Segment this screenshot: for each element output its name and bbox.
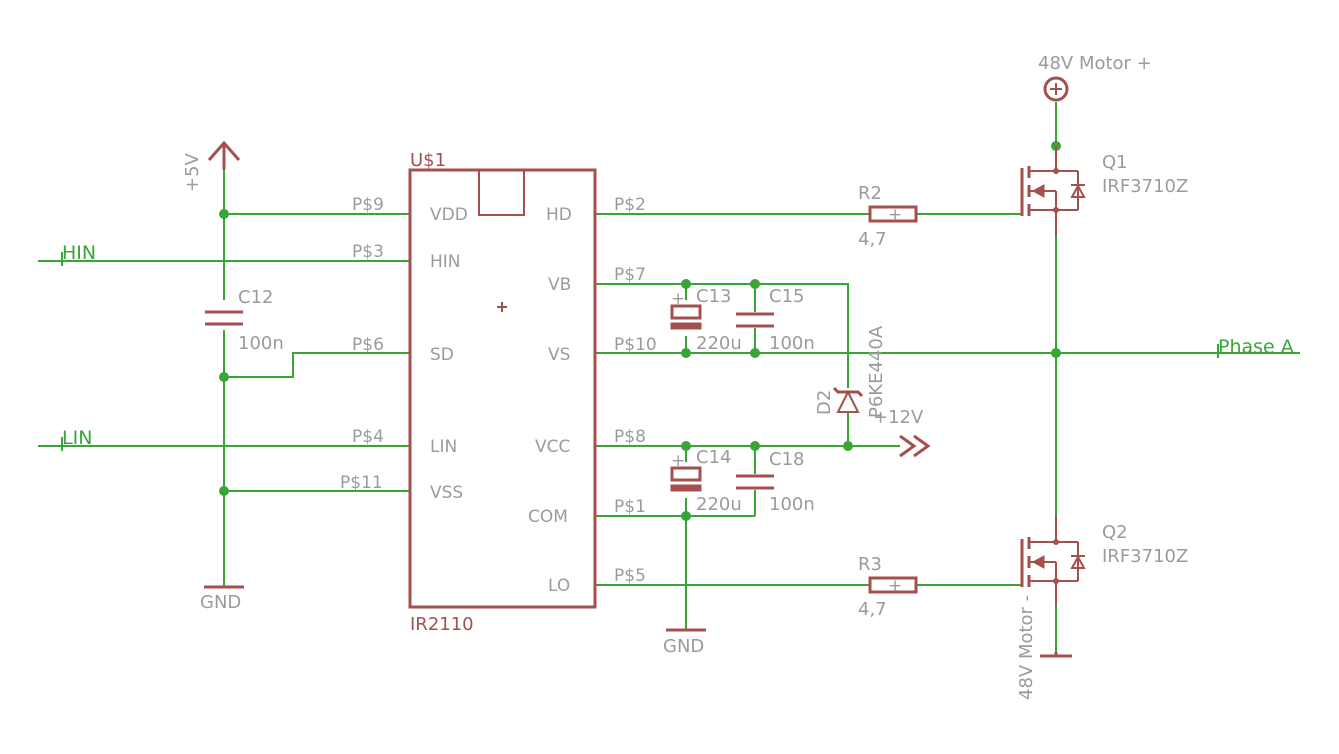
q1-value: IRF3710Z xyxy=(1102,176,1188,197)
label-motor-plus: 48V Motor + xyxy=(1038,53,1152,74)
ic-ir2110: U$1 IR2110 VDD P$9 HIN P$3 SD P$6 LIN P$… xyxy=(340,150,657,635)
supply-5v: +5V xyxy=(182,140,241,192)
pad-vb: P$7 xyxy=(614,265,646,285)
supply-motor-plus: 48V Motor + xyxy=(1038,53,1152,102)
pin-vss: VSS xyxy=(430,483,463,503)
cap-c12: C12 100n xyxy=(205,287,284,354)
pin-lin: LIN xyxy=(430,437,457,457)
pad-vcc: P$8 xyxy=(614,427,646,447)
d2-value: P6KE440A xyxy=(866,325,887,418)
c13-ref: C13 xyxy=(696,286,731,307)
c18-value: 100n xyxy=(769,494,815,515)
pin-hin: HIN xyxy=(430,252,461,272)
cap-c18: C18 100n xyxy=(736,449,815,515)
pin-vs: VS xyxy=(548,345,570,365)
pin-vcc: VCC xyxy=(535,437,570,457)
pad-hd: P$2 xyxy=(614,195,646,215)
q1-ref: Q1 xyxy=(1102,152,1128,173)
supply-12v: +12V xyxy=(873,407,931,458)
label-12v: +12V xyxy=(873,407,924,428)
supply-motor-minus: 48V Motor - xyxy=(1016,595,1072,700)
c12-ref: C12 xyxy=(238,287,273,308)
c12-value: 100n xyxy=(238,333,284,354)
phase-label: Phase A xyxy=(1217,336,1294,358)
label-hin: HIN xyxy=(62,242,96,264)
pad-vss: P$11 xyxy=(340,473,383,493)
r2-plus: + xyxy=(888,205,902,225)
pad-lin: P$4 xyxy=(352,427,384,447)
c13-value: 220u xyxy=(696,333,742,354)
r3-plus: + xyxy=(888,576,902,596)
label-motor-minus: 48V Motor - xyxy=(1016,595,1037,700)
pin-lo: LO xyxy=(548,576,570,596)
q2-value: IRF3710Z xyxy=(1102,546,1188,567)
pad-com: P$1 xyxy=(614,497,646,517)
label-gnd-left: GND xyxy=(200,592,241,613)
label-gnd-mid: GND xyxy=(663,636,704,657)
resistor-r3: + R3 4,7 xyxy=(858,554,918,620)
c15-value: 100n xyxy=(769,333,815,354)
c15-ref: C15 xyxy=(769,286,804,307)
r3-ref: R3 xyxy=(858,554,882,575)
pad-hin: P$3 xyxy=(352,242,384,262)
cap-c13: + C13 220u xyxy=(670,286,742,354)
r2-ref: R2 xyxy=(858,183,882,204)
mosfet-q1: Q1 IRF3710Z xyxy=(1020,146,1188,236)
pad-vs: P$10 xyxy=(614,335,657,355)
q2-ref: Q2 xyxy=(1102,522,1128,543)
d2-ref: D2 xyxy=(814,390,835,415)
pad-lo: P$5 xyxy=(614,566,646,586)
pin-vdd: VDD xyxy=(430,205,468,225)
gnd-mid: GND xyxy=(663,628,706,657)
label-phase: Phase A xyxy=(1218,336,1294,358)
input-labels: HIN LIN xyxy=(61,242,96,451)
r3-value: 4,7 xyxy=(858,599,887,620)
label-lin: LIN xyxy=(62,427,92,449)
cap-c15: C15 100n xyxy=(736,286,815,354)
wires xyxy=(38,102,1300,652)
pad-vdd: P$9 xyxy=(352,195,384,215)
cap-c14: + C14 220u xyxy=(670,447,742,515)
pin-hd: HD xyxy=(546,205,572,225)
mosfet-q2: Q2 IRF3710Z xyxy=(1020,516,1188,606)
ic-ref: U$1 xyxy=(410,150,446,171)
gnd-left: GND xyxy=(200,585,244,613)
pin-com: COM xyxy=(528,507,568,527)
resistor-r2: + R2 4,7 xyxy=(858,183,918,250)
junctions xyxy=(219,141,1061,521)
pin-vb: VB xyxy=(548,275,571,295)
label-5v: +5V xyxy=(182,152,203,192)
ic-value: IR2110 xyxy=(410,614,474,635)
c14-ref: C14 xyxy=(696,447,731,468)
c14-value: 220u xyxy=(696,494,742,515)
c13-plus: + xyxy=(671,289,685,309)
pin-sd: SD xyxy=(430,345,454,365)
c18-ref: C18 xyxy=(769,449,804,470)
r2-value: 4,7 xyxy=(858,229,887,250)
pad-sd: P$6 xyxy=(352,335,384,355)
c14-plus: + xyxy=(671,451,685,471)
diode-d2: D2 P6KE440A xyxy=(814,325,887,418)
